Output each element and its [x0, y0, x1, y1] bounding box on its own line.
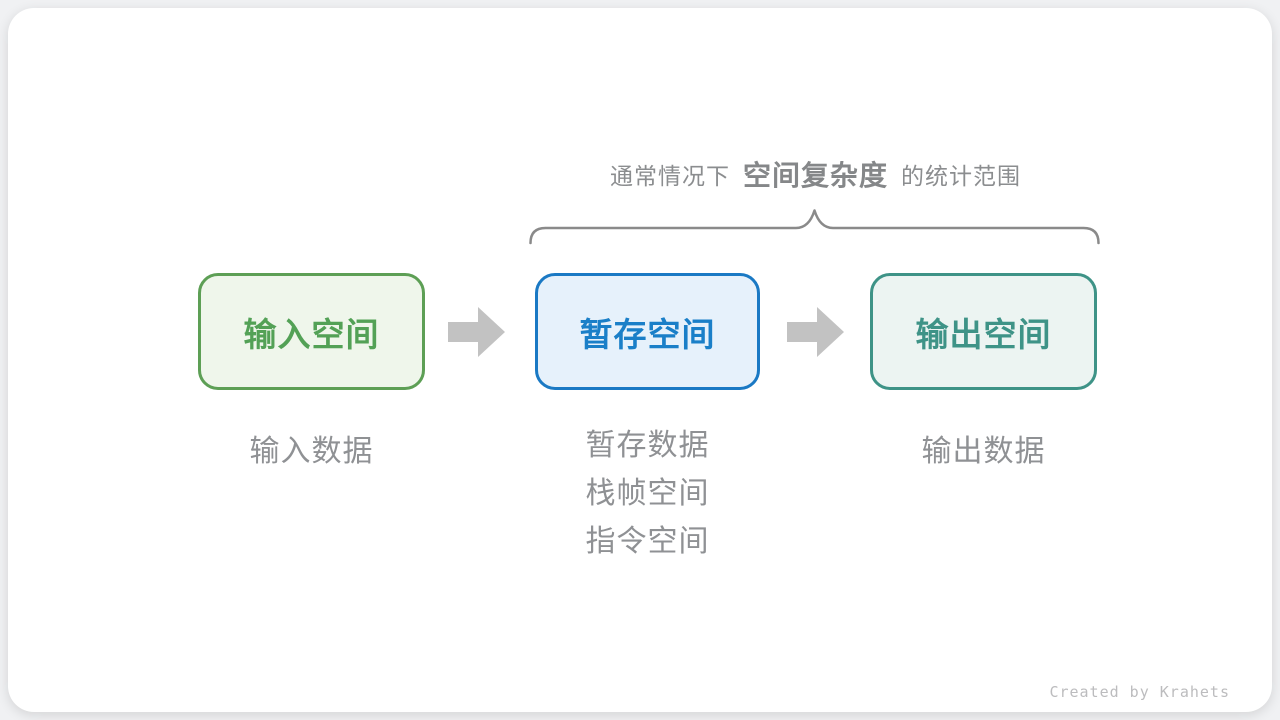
title-suffix: 的统计范围: [901, 163, 1021, 189]
box-output-space-label: 输出空间: [915, 315, 1052, 353]
arrow-right-icon: [448, 306, 506, 358]
list-item: 暂存数据: [585, 429, 710, 462]
box-temp-space: 暂存空间: [535, 273, 760, 390]
output-data-label: 输出数据: [921, 435, 1046, 468]
temp-data-list: 暂存数据 栈帧空间 指令空间: [535, 422, 760, 566]
box-output-space: 输出空间: [870, 273, 1097, 390]
diagram-card: 通常情况下 空间复杂度 的统计范围 输入空间 暂存空间 输出空间 输入数据 暂存…: [8, 8, 1272, 712]
box-temp-space-label: 暂存空间: [579, 315, 716, 353]
title-highlight: 空间复杂度: [742, 160, 888, 191]
scope-title: 通常情况下 空间复杂度 的统计范围: [531, 152, 1100, 196]
box-input-space: 输入空间: [198, 273, 425, 390]
input-data-label: 输入数据: [249, 435, 374, 468]
list-item: 栈帧空间: [585, 477, 710, 510]
arrow-right-icon: [787, 306, 845, 358]
list-item: 指令空间: [585, 525, 710, 558]
curly-brace-icon: [529, 207, 1100, 247]
credit-text: Created by Krahets: [1049, 683, 1230, 701]
title-prefix: 通常情况下: [609, 163, 730, 189]
box-input-space-label: 输入空间: [243, 315, 380, 353]
